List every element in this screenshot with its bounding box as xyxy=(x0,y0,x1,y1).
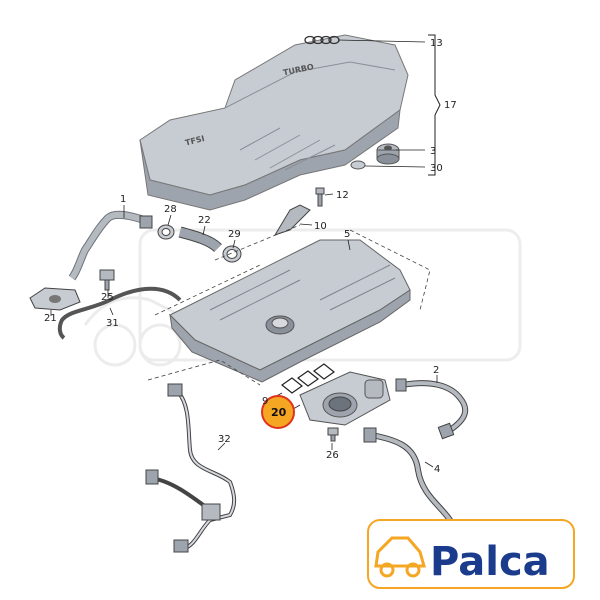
brace-17 xyxy=(428,34,441,176)
connector-25 xyxy=(99,269,115,291)
engine-cover: TURBO TFSI xyxy=(139,34,409,211)
callout-22: 22 xyxy=(198,215,211,226)
hose-31 xyxy=(57,286,182,340)
callout-20: 20 xyxy=(271,406,287,419)
callout-17: 17 xyxy=(444,100,457,111)
callout-25: 25 xyxy=(101,292,114,303)
callout-26: 26 xyxy=(326,450,339,461)
callout-9: 9 xyxy=(262,396,268,407)
callout-21: 21 xyxy=(44,313,57,324)
bracket xyxy=(273,204,311,236)
hose-32 xyxy=(145,383,237,553)
grommet xyxy=(376,143,400,165)
watermark xyxy=(83,228,522,367)
logo-text: Palca xyxy=(430,539,550,585)
callout-2: 2 xyxy=(433,365,439,376)
callout-29: 29 xyxy=(228,229,241,240)
washer xyxy=(350,160,366,170)
gasket xyxy=(280,363,336,394)
car-icon xyxy=(374,536,426,578)
highlight-circle-20 xyxy=(261,395,295,429)
callout-13: 13 xyxy=(430,38,443,49)
pcv-valve xyxy=(299,371,391,426)
brand-logo: Palca xyxy=(367,519,575,589)
valve-cover-ribs xyxy=(209,264,396,321)
bolt xyxy=(315,187,325,207)
screw xyxy=(327,427,339,442)
hose-4 xyxy=(363,427,454,538)
callout-28: 28 xyxy=(164,204,177,215)
ring-28 xyxy=(157,224,175,240)
callout-12: 12 xyxy=(336,190,349,201)
hose-2 xyxy=(395,378,469,440)
callout-4: 4 xyxy=(434,464,440,475)
callout-5: 5 xyxy=(344,229,350,240)
hose-22-fill xyxy=(178,227,222,252)
callout-3: 3 xyxy=(430,146,436,157)
callout-1: 1 xyxy=(120,194,126,205)
cover-ribs xyxy=(239,127,336,171)
valve-cover xyxy=(169,239,411,383)
callout-31: 31 xyxy=(106,318,119,329)
clamp-29 xyxy=(222,245,242,263)
o-rings xyxy=(304,35,340,45)
callout-10: 10 xyxy=(314,221,327,232)
callout-30: 30 xyxy=(430,163,443,174)
flange-21 xyxy=(29,287,81,311)
callout-32: 32 xyxy=(218,434,231,445)
assembly-frames xyxy=(147,224,431,386)
